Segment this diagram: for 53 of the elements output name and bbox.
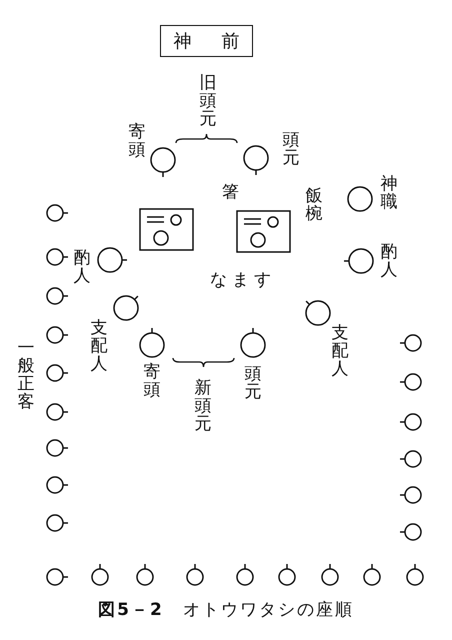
seat-circle [344, 248, 374, 274]
tray-drawing [236, 210, 291, 253]
seat-label: 頭元 [244, 366, 262, 402]
tray-drawing [139, 208, 194, 251]
seat-circle [46, 326, 68, 344]
seat-circle [97, 247, 127, 273]
seat-circle [46, 568, 68, 586]
seat-circle [150, 147, 176, 177]
seat-circle [400, 450, 422, 468]
seat-circle [305, 300, 331, 326]
seat-circle [240, 328, 266, 358]
seat-circle [136, 564, 154, 586]
seat-circle [243, 145, 269, 175]
seat-circle [46, 514, 68, 532]
seat-label: 神職 [380, 176, 398, 212]
seat-circle [321, 564, 339, 586]
text-label: 箸 [222, 184, 239, 201]
seat-circle [400, 373, 422, 391]
seat-circle [400, 523, 422, 541]
seat-circle [400, 334, 422, 352]
seat-circle [400, 486, 422, 504]
seat-label: 寄頭 [143, 364, 161, 400]
seat-label: 酌人 [73, 250, 91, 286]
seat-circle [113, 295, 139, 321]
text-label: 一般正客 [17, 340, 35, 412]
seat-circle [139, 328, 165, 358]
seat-label: 頭元 [282, 132, 300, 168]
seat-circle [186, 564, 204, 586]
seat-circle [91, 564, 109, 586]
text-label: 飯椀 [305, 188, 323, 224]
seat-label: 酌人 [380, 244, 398, 280]
figure-caption: 図5－2 オトウワタシの座順 [97, 599, 355, 621]
seat-circle [46, 439, 68, 457]
seat-circle [46, 248, 68, 266]
seat-label: 支配人 [90, 320, 108, 374]
seat-circle [46, 287, 68, 305]
seat-circle [406, 564, 424, 586]
text-label: 旧頭元 [199, 75, 217, 129]
altar-box [160, 25, 253, 57]
seat-circle [363, 564, 381, 586]
seat-label: 支配人 [331, 325, 349, 379]
seat-circle [400, 413, 422, 431]
seat-circle [236, 564, 254, 586]
text-label: 新頭元 [194, 380, 212, 434]
seat-circle [347, 186, 373, 212]
altar-label: 神前 [174, 30, 270, 53]
seat-circle [46, 204, 68, 222]
text-label: なます [210, 272, 276, 289]
seat-circle [46, 403, 68, 421]
seat-label: 寄頭 [128, 124, 146, 160]
seat-circle [46, 364, 68, 382]
seat-circle [46, 476, 68, 494]
seat-circle [278, 564, 296, 586]
